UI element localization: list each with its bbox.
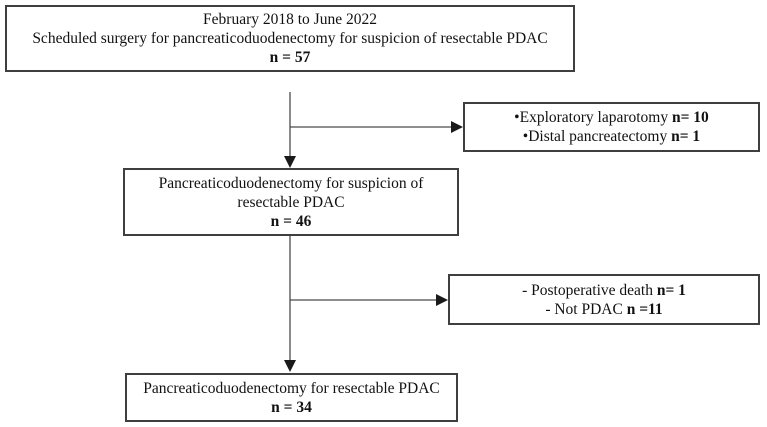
final-count: n = 34 bbox=[271, 398, 312, 416]
excluded-first-item-2: •Distal pancreatectomy n= 1 bbox=[523, 127, 700, 146]
enrollment-count: n = 57 bbox=[269, 49, 311, 66]
arrow-down-1-head-icon bbox=[284, 156, 296, 168]
box-final: Pancreaticoduodenectomy for resectable P… bbox=[125, 373, 458, 422]
enrollment-description-text: Scheduled surgery for pancreaticoduodene… bbox=[32, 30, 548, 47]
excluded-second-item-2-count: n =11 bbox=[626, 300, 663, 318]
excluded-second-item-2: - Not PDAC n =11 bbox=[545, 300, 662, 319]
excluded-second-item-1: - Postoperative death n= 1 bbox=[522, 281, 686, 300]
excluded-first-item-2-count: n= 1 bbox=[671, 128, 701, 145]
box-excluded-first: •Exploratory laparotomy n= 10 •Distal pa… bbox=[463, 102, 760, 152]
final-text-line-1: Pancreaticoduodenectomy for resectable P… bbox=[143, 379, 440, 397]
box-suspicion: Pancreaticoduodenectomy for suspicion of… bbox=[123, 168, 459, 236]
excluded-second-item-1-label: - Postoperative death bbox=[522, 281, 657, 299]
arrow-right-2-head-icon bbox=[436, 294, 448, 306]
suspicion-count: n = 46 bbox=[270, 212, 312, 230]
arrow-down-2-head-icon bbox=[284, 360, 296, 372]
excluded-first-item-1-label: •Exploratory laparotomy bbox=[514, 109, 672, 126]
suspicion-text-line-1: Pancreaticoduodenectomy for suspicion of bbox=[158, 174, 424, 192]
suspicion-text-line-2: resectable PDAC bbox=[237, 193, 345, 211]
excluded-first-item-2-label: •Distal pancreatectomy bbox=[522, 128, 672, 145]
excluded-second-item-2-label: - Not PDAC bbox=[545, 300, 627, 318]
arrow-right-1-head-icon bbox=[451, 121, 463, 133]
box-excluded-second: - Postoperative death n= 1 - Not PDAC n … bbox=[448, 274, 760, 325]
excluded-first-item-1-count: n= 10 bbox=[671, 109, 709, 126]
enrollment-period-text: February 2018 to June 2022 bbox=[203, 11, 377, 28]
box-enrollment: February 2018 to June 2022 Scheduled sur… bbox=[5, 5, 575, 72]
excluded-first-item-1: •Exploratory laparotomy n= 10 bbox=[514, 108, 709, 127]
excluded-second-item-1-count: n= 1 bbox=[656, 281, 686, 299]
